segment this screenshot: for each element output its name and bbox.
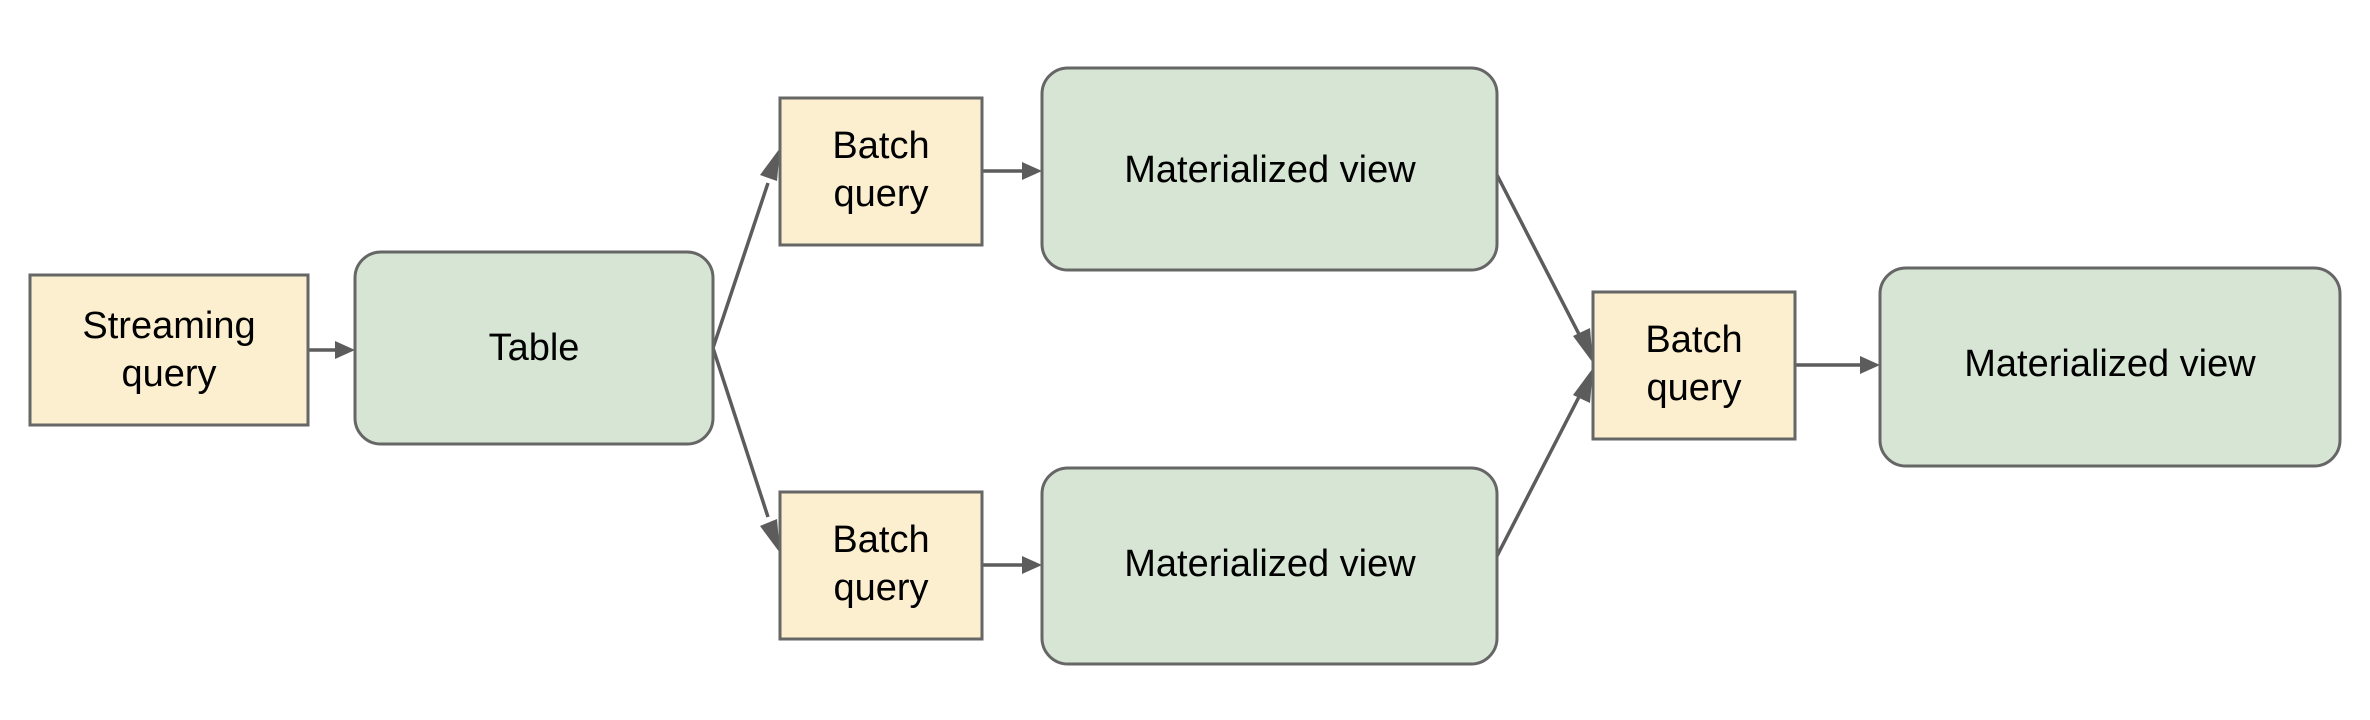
- node-layer: Streaming query Table Batch query Materi…: [28, 66, 2342, 666]
- node-streaming-query-shape[interactable]: [28, 273, 310, 427]
- node-materialized-view-top-shape[interactable]: [1040, 66, 1499, 272]
- edge-table-to-batch-query-top: [711, 148, 780, 349]
- node-batch-query-final-label-line1: Batch: [1645, 319, 1742, 361]
- arrowhead-icon: [760, 519, 780, 553]
- node-materialized-view-final[interactable]: Materialized view: [1878, 266, 2342, 468]
- node-table[interactable]: Table: [353, 250, 715, 446]
- node-batch-query-final-label-line2: query: [1646, 367, 1741, 409]
- arrowhead-icon: [1022, 556, 1042, 574]
- edge-batch-query-final-to-materialized-view-final: [1795, 356, 1880, 374]
- node-batch-query-top-shape[interactable]: [778, 96, 984, 247]
- node-batch-query-bottom-label-line2: query: [833, 567, 928, 609]
- node-materialized-view-bottom-shape[interactable]: [1040, 466, 1499, 666]
- edge-streaming-query-to-table: [308, 341, 355, 359]
- node-batch-query-top-label-line1: Batch: [832, 125, 929, 167]
- edge-materialized-view-top-to-batch-query-final: [1495, 174, 1593, 363]
- node-table-label-line1: Table: [489, 327, 580, 369]
- node-materialized-view-final-shape[interactable]: [1878, 266, 2342, 468]
- edge-line: [711, 347, 770, 518]
- arrowhead-icon: [335, 341, 355, 359]
- node-batch-query-bottom-label-line1: Batch: [832, 519, 929, 561]
- node-materialized-view-final-label-line1: Materialized view: [1964, 343, 2256, 385]
- edge-batch-query-bottom-to-materialized-view-bottom: [982, 556, 1042, 574]
- arrowhead-icon: [1022, 162, 1042, 180]
- edge-materialized-view-bottom-to-batch-query-final: [1495, 368, 1593, 557]
- node-batch-query-final-shape[interactable]: [1591, 290, 1797, 441]
- node-batch-query-final[interactable]: Batch query: [1591, 290, 1797, 441]
- edge-table-to-batch-query-bottom: [711, 347, 780, 553]
- node-materialized-view-top-label-line1: Materialized view: [1124, 149, 1416, 191]
- node-batch-query-bottom-shape[interactable]: [778, 490, 984, 641]
- edge-line: [1495, 174, 1584, 341]
- arrowhead-icon: [1860, 356, 1880, 374]
- node-streaming-query[interactable]: Streaming query: [28, 273, 310, 427]
- arrowhead-icon: [760, 148, 780, 181]
- node-streaming-query-label-line1: Streaming: [82, 305, 255, 347]
- edge-batch-query-top-to-materialized-view-top: [982, 162, 1042, 180]
- arrowhead-icon: [1573, 368, 1593, 403]
- arrowhead-icon: [1573, 328, 1593, 363]
- edge-layer: [308, 148, 1880, 574]
- node-streaming-query-label-line2: query: [121, 353, 216, 395]
- node-batch-query-top-label-line2: query: [833, 173, 928, 215]
- node-materialized-view-bottom[interactable]: Materialized view: [1040, 466, 1499, 666]
- node-batch-query-bottom[interactable]: Batch query: [778, 490, 984, 641]
- node-table-shape[interactable]: [353, 250, 715, 446]
- edge-line: [711, 182, 770, 349]
- node-materialized-view-top[interactable]: Materialized view: [1040, 66, 1499, 272]
- edge-line: [1495, 390, 1584, 557]
- node-materialized-view-bottom-label-line1: Materialized view: [1124, 543, 1416, 585]
- node-batch-query-top[interactable]: Batch query: [778, 96, 984, 247]
